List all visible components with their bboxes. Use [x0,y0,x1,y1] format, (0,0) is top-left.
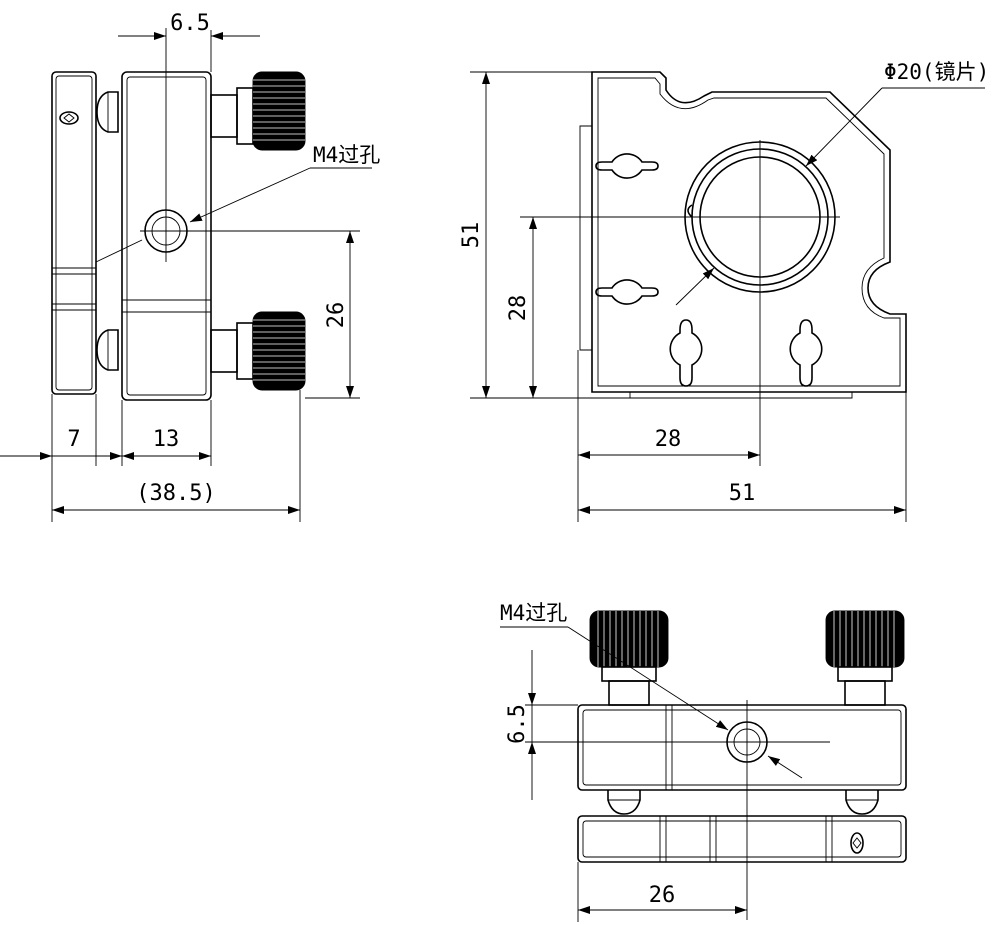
dim-top-offset: 6.5 [170,11,210,36]
dim-left-plate: 7 [67,427,80,452]
bottom-ball-left [607,790,641,815]
front-plate-outline [591,71,907,393]
dim-front-width: 51 [729,481,756,506]
callout-lens-diameter: Φ20(镜片) [884,60,989,84]
ball-tip-upper [96,91,119,133]
dim-overall-depth: (38.5) [136,481,215,506]
bottom-view: M4过孔 6.5 26 [500,601,907,922]
bottom-body [577,704,907,791]
bottom-knob-right [825,610,905,706]
dim-front-center-height: 28 [506,295,531,322]
bottom-ball-right [845,790,879,815]
bottom-knob-left [589,610,669,706]
plate-screw [59,111,79,125]
adjuster-knob-lower [210,311,306,391]
callout-m4-side: M4过孔 [313,143,380,167]
dim-bottom-offset: 6.5 [505,704,530,744]
mounting-slots [595,153,823,387]
adjuster-knob-upper [210,71,306,151]
front-plate [51,71,97,395]
dim-body-width: 13 [153,427,180,452]
callout-m4-bottom: M4过孔 [500,601,567,625]
side-view: 6.5 M4过孔 26 7 13 (38.5) [0,11,380,522]
dim-front-height: 51 [459,222,484,249]
mount-body [121,71,212,401]
dim-hole-height: 26 [324,302,349,329]
bottom-plate [577,815,907,863]
dim-bottom-center-x: 26 [649,883,676,908]
front-view: Φ20(镜片) 51 28 28 51 [459,60,989,522]
dim-front-center-x: 28 [655,427,682,452]
ball-tip-lower [96,329,119,371]
